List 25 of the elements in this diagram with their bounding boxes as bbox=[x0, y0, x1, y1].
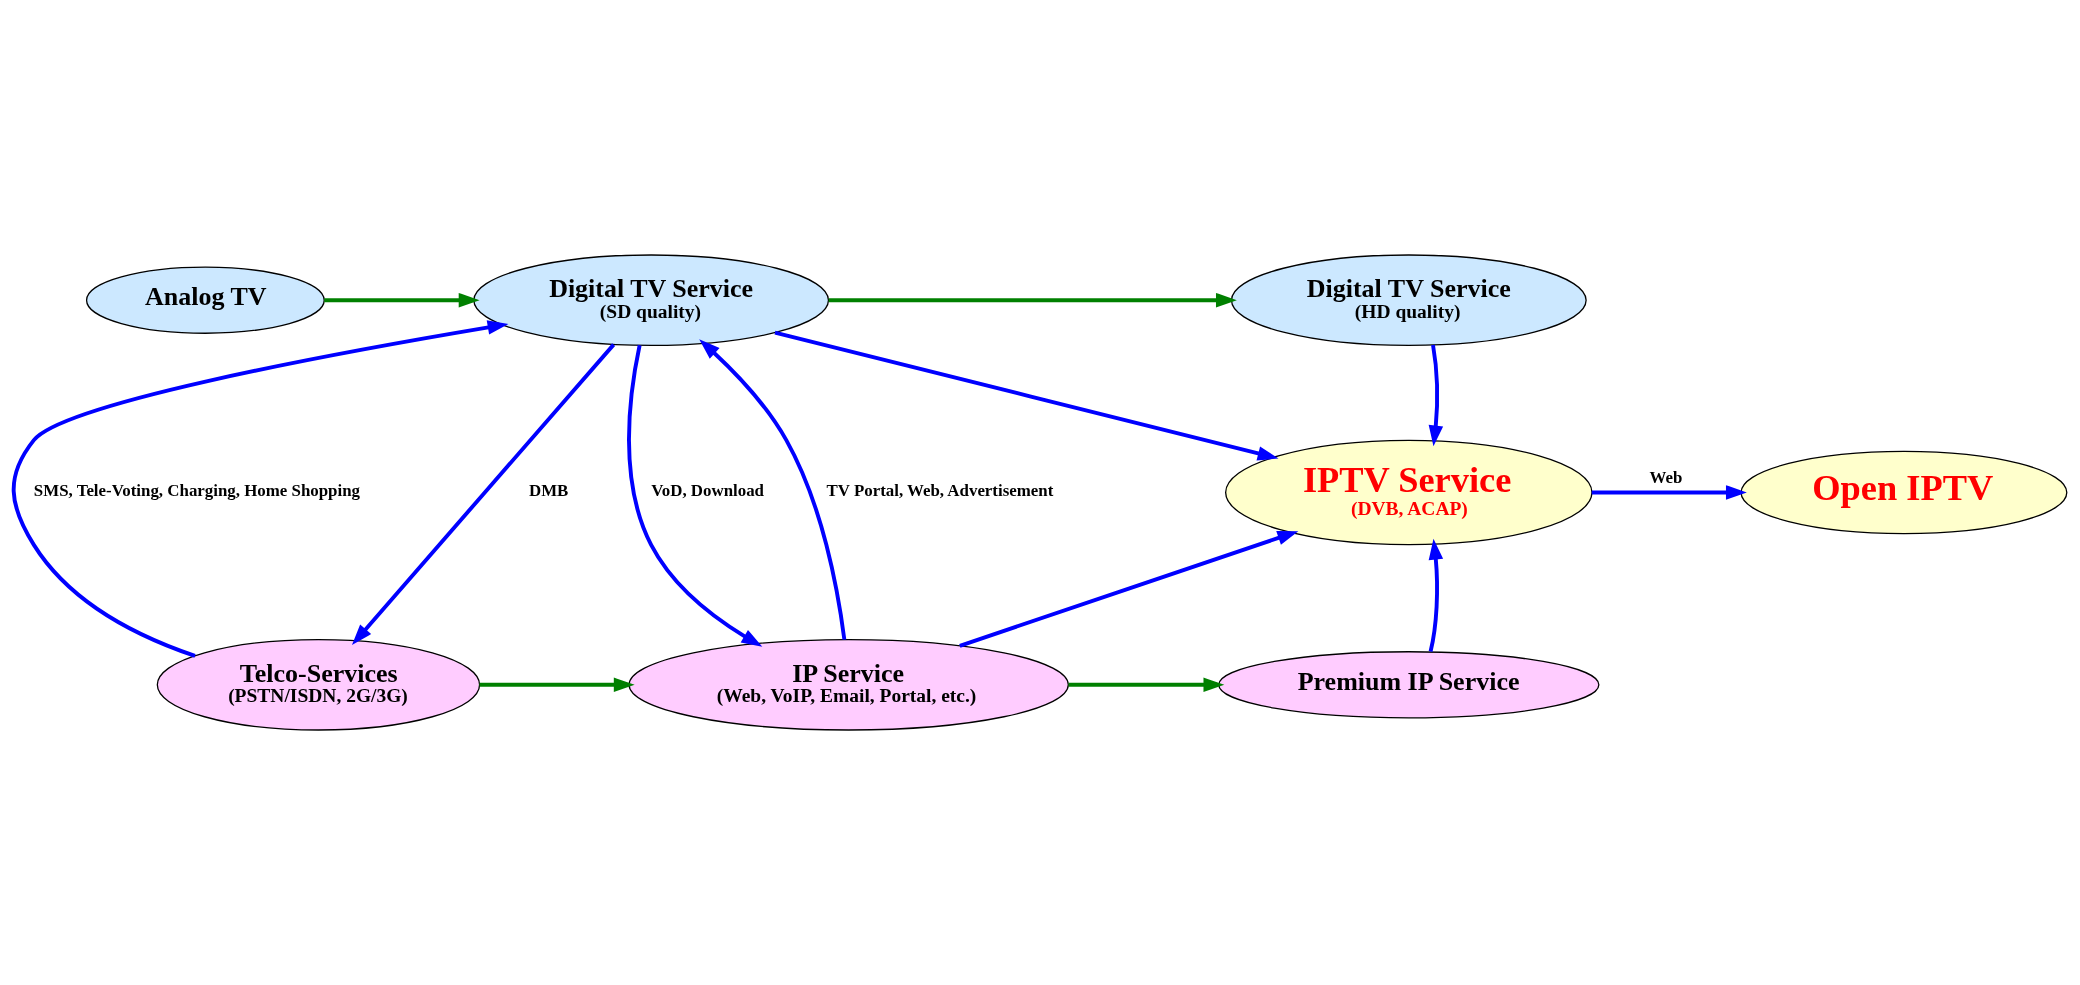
edge-label: SMS, Tele-Voting, Charging, Home Shopping bbox=[33, 480, 361, 500]
arrow bbox=[1591, 485, 1747, 500]
node-ellipse: Open IPTV bbox=[1740, 450, 2068, 535]
edge-label: TV Portal, Web, Advertisement bbox=[826, 480, 1054, 500]
edge-label: Web bbox=[1649, 467, 1683, 487]
arrow bbox=[828, 292, 1237, 308]
arrow bbox=[959, 531, 1299, 648]
node-ellipse: Digital TV Service (SD quality) bbox=[473, 254, 830, 347]
node-ellipse: Telco-Services (PSTN/ISDN, 2G/3G) bbox=[156, 638, 481, 731]
arrow bbox=[627, 344, 763, 647]
arrow bbox=[699, 339, 847, 640]
edge-label: DMB bbox=[528, 480, 569, 500]
edge-label: VoD, Download bbox=[651, 480, 764, 500]
node-ellipse: IP Service (Web, VoIP, Email, Portal, etc.) bbox=[628, 638, 1069, 731]
node-ellipse: Analog TV bbox=[85, 266, 325, 334]
arrow bbox=[1068, 677, 1225, 693]
arrow bbox=[324, 292, 480, 308]
arrow bbox=[1428, 344, 1444, 447]
node-ellipse: Digital TV Service (HD quality) bbox=[1230, 254, 1587, 347]
arrow bbox=[774, 330, 1279, 461]
arrow bbox=[351, 343, 616, 645]
arrow bbox=[1428, 538, 1444, 652]
node-ellipse: Premium IP Service bbox=[1218, 651, 1600, 719]
arrow bbox=[11, 320, 509, 658]
arrow bbox=[479, 677, 635, 693]
